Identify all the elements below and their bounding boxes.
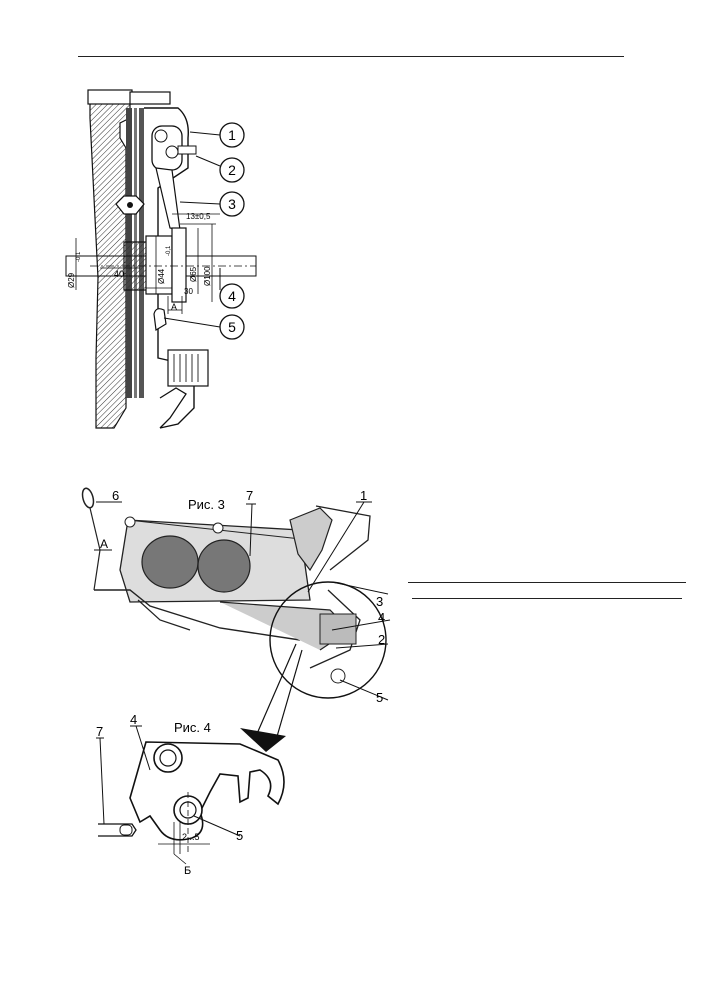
header-rule — [78, 56, 624, 57]
callout-4: 4 — [228, 288, 236, 304]
callout-3: 3 — [228, 196, 236, 212]
fig4-callout-7: 7 — [96, 724, 103, 739]
fig3-callout-1: 1 — [360, 488, 367, 503]
dim-gap: 13±0,5 — [186, 212, 211, 221]
fig4-gap: 2...5 — [182, 832, 200, 842]
form-line-1 — [408, 582, 686, 583]
dim-d65: Ø65 — [189, 266, 198, 282]
dim-mark-a: A — [171, 302, 177, 312]
fig3-callout-5: 5 — [376, 690, 383, 705]
fig3-caption: Рис. 3 — [188, 497, 225, 512]
fig4-callout-4: 4 — [130, 712, 137, 727]
detail-pointer-arrow — [240, 643, 303, 752]
fig3-callout-3: 3 — [376, 594, 383, 609]
figure-3-linkage: Рис. 3 6 7 1 3 4 2 5 A — [81, 487, 391, 705]
callout-1: 1 — [228, 127, 236, 143]
fig3-mark-a: A — [100, 537, 108, 551]
dim-d29-tol: -0,1 — [76, 251, 82, 262]
clutch-section-figure: 1 2 3 4 5 13±0,5 Ø29 -0,1 40 Ø44 -0,1 Ø6… — [65, 89, 257, 429]
fig3-callout-2: 2 — [378, 632, 385, 647]
dim-d44: Ø44 — [157, 268, 166, 284]
fig3-callout-6: 6 — [112, 488, 119, 503]
figure-4-lever-detail: Рис. 4 7 4 5 2...5 Б — [96, 712, 285, 877]
fig4-mark-b: Б — [184, 865, 191, 877]
form-line-2 — [412, 598, 682, 599]
fig4-caption: Рис. 4 — [174, 720, 211, 735]
fig4-callout-5: 5 — [236, 828, 243, 843]
callout-2: 2 — [228, 162, 236, 178]
fig3-callout-4: 4 — [378, 610, 385, 625]
dim-d44-tol: -0,1 — [166, 245, 172, 256]
callout-5: 5 — [228, 319, 236, 335]
dim-d100: Ø100 — [203, 266, 212, 286]
dim-30: 30 — [184, 287, 193, 296]
dim-40: 40 — [114, 269, 124, 279]
dim-d29: Ø29 — [67, 272, 76, 288]
fig3-callout-7: 7 — [246, 488, 253, 503]
